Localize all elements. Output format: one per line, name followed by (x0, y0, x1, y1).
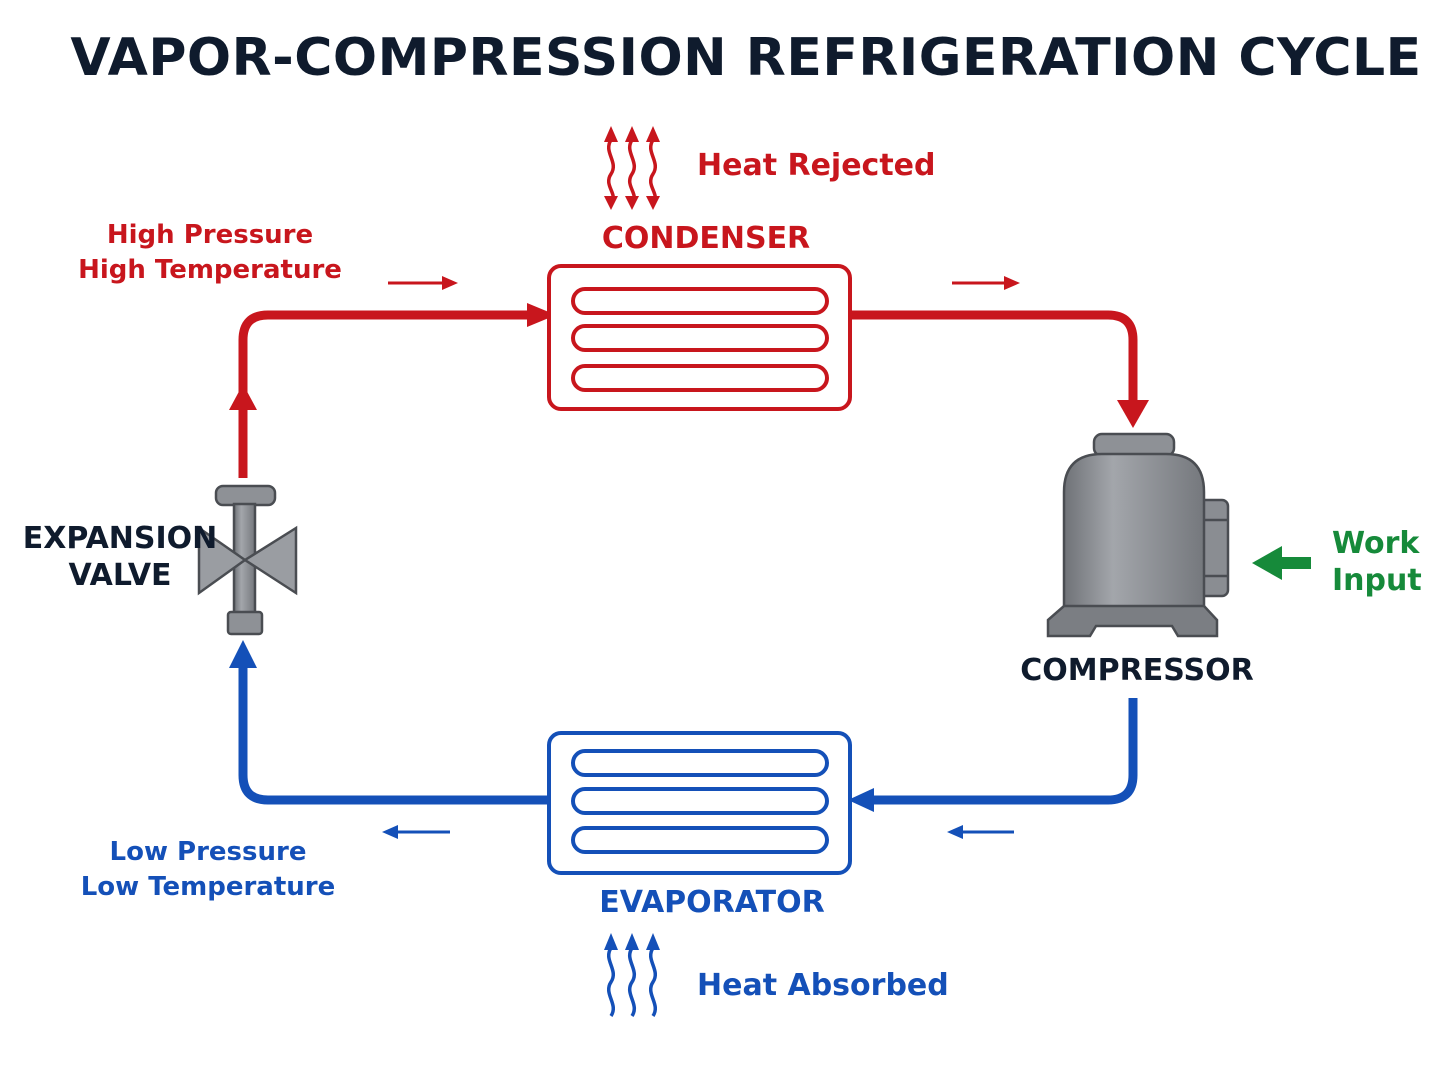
expansion-valve-label-line2: VALVE (68, 558, 171, 593)
work-input-label-line2: Input (1332, 563, 1422, 598)
expansion-valve-label-line1: EXPANSION (23, 521, 218, 556)
high-temperature-label: High Temperature (78, 255, 342, 285)
up-flow-arrowhead (229, 384, 257, 410)
evaporator-coil (571, 749, 829, 854)
condenser-to-compressor-pipe (850, 310, 1138, 405)
condenser-coil (571, 287, 829, 392)
heat-rejected-label: Heat Rejected (697, 148, 936, 183)
evaporator-to-valve-pipe (238, 660, 548, 805)
heat-rejected-icon (607, 139, 657, 206)
diagram-title: VAPOR-COMPRESSION REFRIGERATION CYCLE (70, 28, 1421, 88)
condenser-housing (547, 264, 852, 411)
low-pressure-label: Low Pressure (110, 837, 307, 867)
evaporator (547, 731, 852, 875)
work-input-arrow (1252, 546, 1311, 580)
evaporator-housing (547, 731, 852, 875)
compressor-icon (1046, 432, 1230, 638)
compressor-inlet-arrowhead (1117, 400, 1149, 428)
heat-absorbed-label: Heat Absorbed (697, 968, 949, 1003)
condenser-label: CONDENSER (602, 221, 810, 256)
work-input-label-line1: Work (1332, 526, 1420, 561)
low-temperature-label: Low Temperature (81, 872, 336, 902)
high-pressure-label: High Pressure (107, 220, 313, 250)
high-side-flow-arrows (388, 276, 1020, 290)
valve-inlet-arrowhead (229, 640, 257, 668)
valve-to-condenser-pipe (238, 310, 532, 478)
compressor-label: COMPRESSOR (1020, 653, 1253, 688)
compressor-to-evaporator-pipe (868, 698, 1138, 805)
low-side-flow-arrows (382, 825, 1014, 839)
evaporator-label: EVAPORATOR (599, 885, 824, 920)
condenser-inlet-arrowhead (527, 303, 556, 327)
expansion-valve-icon (197, 484, 298, 636)
evaporator-inlet-arrowhead (848, 788, 874, 812)
low-pressure-piping (238, 660, 1138, 805)
high-pressure-piping (238, 310, 1138, 478)
condenser (547, 264, 852, 411)
heat-absorbed-icon (607, 947, 657, 1017)
heat-absorbed-arrowheads (604, 933, 660, 950)
heat-rejected-arrowheads (604, 126, 660, 210)
